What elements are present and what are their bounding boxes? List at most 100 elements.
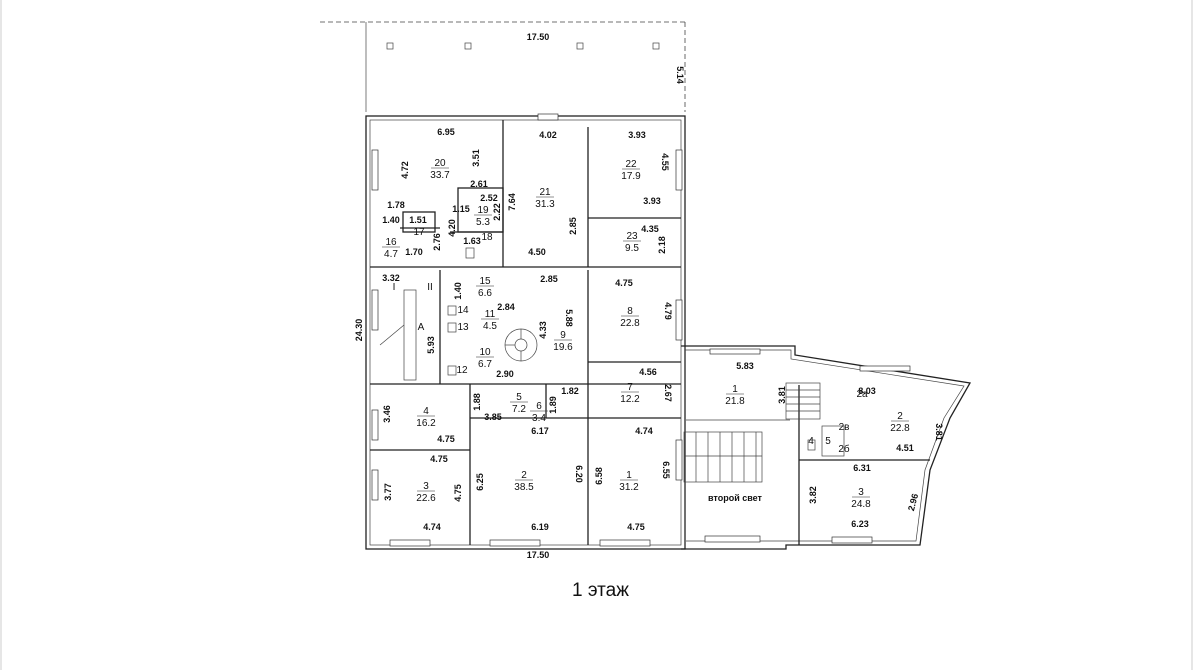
room-number: 2а [856, 389, 868, 400]
balcony-width-label: 17.50 [527, 32, 550, 42]
room-number: 21 [539, 187, 551, 198]
dimension-label: 1.63 [463, 236, 481, 246]
dimension-label: 4.79 [663, 302, 673, 320]
room-area: 21.8 [725, 396, 745, 407]
room-number: 15 [479, 276, 491, 287]
room-number: 4 [423, 406, 429, 417]
dimension-label: 1.89 [548, 396, 558, 414]
room-area: 6.6 [478, 288, 492, 299]
room-number: 1 [732, 384, 738, 395]
dimension-label: 3.82 [808, 486, 818, 504]
room-number: 19 [477, 205, 489, 216]
room-number: 10 [479, 347, 491, 358]
dimension-label: 2.85 [568, 217, 578, 235]
dimension-label: 2.90 [496, 369, 514, 379]
room-number: 17 [413, 227, 425, 238]
room-number: 16 [385, 237, 397, 248]
dimension-label: 4.35 [641, 224, 659, 234]
room-area: 7.2 [512, 404, 526, 415]
dimension-label: 6.23 [851, 519, 869, 529]
room-number: 4 [808, 436, 814, 447]
dimension-label: 1.78 [387, 200, 405, 210]
room-area: 31.3 [535, 199, 555, 210]
room-a-label: А [418, 322, 425, 333]
dimension-label: 2.52 [480, 193, 498, 203]
fixtures [447, 247, 845, 457]
dimension-label: 4.74 [423, 522, 441, 532]
room-area: 4.5 [483, 321, 497, 332]
room-area: 22.8 [890, 423, 910, 434]
dimension-label: 8.03 [858, 386, 876, 396]
dimension-label: 3.81 [934, 423, 944, 441]
dimension-label: 4.75 [453, 484, 463, 502]
room-number: 2б [838, 443, 850, 455]
dimension-label: 6.31 [853, 463, 871, 473]
room-number: 11 [485, 309, 496, 320]
balcony [320, 21, 686, 112]
dimension-label: 4.02 [539, 130, 557, 140]
room-number: 9 [560, 330, 566, 341]
room-number: 2 [897, 411, 903, 422]
dimension-label: 3.51 [471, 149, 481, 167]
room-number: 2в [839, 422, 850, 433]
room-number: 5 [516, 392, 522, 403]
building-walls [365, 115, 972, 550]
dimension-label: 1.40 [453, 282, 463, 300]
room-number: 7 [627, 382, 633, 393]
dimension-label: 6.55 [661, 461, 671, 479]
dimension-label: 3.46 [382, 405, 392, 423]
dimension-label: 6.25 [475, 473, 485, 491]
dimension-label: 2.96 [906, 492, 920, 512]
dimension-label: 1.51 [409, 215, 427, 225]
dimension-label: 2.22 [492, 203, 502, 221]
dimension-label: 1.82 [561, 386, 579, 396]
dimension-label: 4.20 [447, 219, 457, 237]
dimension-label: 2.67 [663, 384, 673, 402]
room-number: 13 [457, 322, 469, 333]
room-number: 23 [626, 231, 638, 242]
dimension-label: 1.70 [405, 247, 423, 257]
room-i-label: I [393, 282, 396, 293]
dimension-label: 3.81 [777, 386, 787, 404]
dimension-label: 4.33 [538, 321, 548, 339]
room-area: 33.7 [430, 170, 450, 181]
total-width-label: 17.50 [527, 550, 550, 560]
dimension-label: 6.58 [594, 467, 604, 485]
room-number: 5 [825, 436, 831, 447]
dimension-label: 1.88 [472, 393, 482, 411]
room-area: 9.5 [625, 243, 639, 254]
room-number: 14 [457, 305, 469, 316]
dimension-label: 4.75 [627, 522, 645, 532]
room-number: 3 [423, 481, 429, 492]
room-area: 17.9 [621, 171, 641, 182]
room-number: 2 [521, 470, 527, 481]
dimension-label: 3.32 [382, 273, 400, 283]
dimension-label: 6.20 [574, 465, 584, 483]
dimension-label: 1.15 [452, 204, 470, 214]
balcony-depth-label: 5.14 [675, 66, 685, 84]
page-edge-left [0, 0, 2, 670]
dimension-label: 6.19 [531, 522, 549, 532]
dimension-label: 4.51 [896, 443, 914, 453]
dimension-label: 4.75 [615, 278, 633, 288]
dimension-label: 5.83 [736, 361, 754, 371]
total-length-label: 24.30 [354, 319, 364, 342]
dimension-label: 2.84 [497, 302, 515, 312]
room-ii-label: II [427, 282, 433, 293]
room-area: 19.6 [553, 342, 573, 353]
dimension-label: 7.64 [507, 193, 517, 211]
dimension-label: 2.61 [470, 179, 488, 189]
dimension-label: 3.85 [484, 412, 502, 422]
dimension-label: 3.77 [383, 483, 393, 501]
room-area: 4.7 [384, 249, 398, 260]
room-number: 20 [434, 158, 446, 169]
dimension-label: 4.75 [437, 434, 455, 444]
room-area: 38.5 [514, 482, 534, 493]
dimension-label: 5.88 [564, 309, 574, 327]
room-area: 3.4 [532, 413, 546, 424]
double-height-label: второй свет [708, 493, 763, 503]
dimension-label: 6.17 [531, 426, 549, 436]
